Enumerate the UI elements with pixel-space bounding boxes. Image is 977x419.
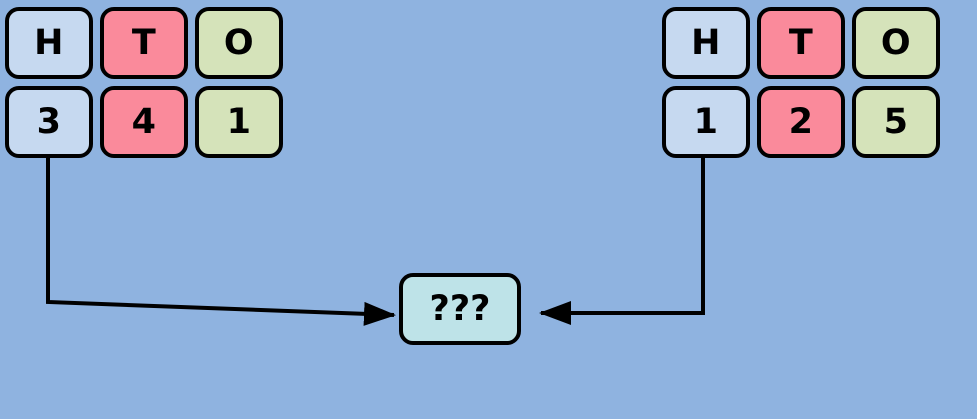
header-cell-hundreds-right: H [662,7,750,79]
digit-cell-hundreds-right: 1 [662,86,750,158]
header-cell-tens-left: T [100,7,188,79]
connector-right-to-result [539,158,705,325]
digit-cell-tens-left: 4 [100,86,188,158]
header-cell-tens-right: T [757,7,845,79]
result-box: ??? [399,273,521,345]
header-cell-ones-left: O [195,7,283,79]
digit-cell-ones-right: 5 [852,86,940,158]
place-value-digit-row-left: 3 4 1 [5,86,283,158]
place-value-digit-row-right: 1 2 5 [662,86,940,158]
place-value-group-right: H T O 1 2 5 [662,7,940,158]
digit-cell-hundreds-left: 3 [5,86,93,158]
place-value-header-row-right: H T O [662,7,940,79]
digit-cell-tens-right: 2 [757,86,845,158]
connector-left-to-result [46,158,396,326]
header-cell-ones-right: O [852,7,940,79]
place-value-header-row-left: H T O [5,7,283,79]
header-cell-hundreds-left: H [5,7,93,79]
digit-cell-ones-left: 1 [195,86,283,158]
place-value-group-left: H T O 3 4 1 [5,7,283,158]
